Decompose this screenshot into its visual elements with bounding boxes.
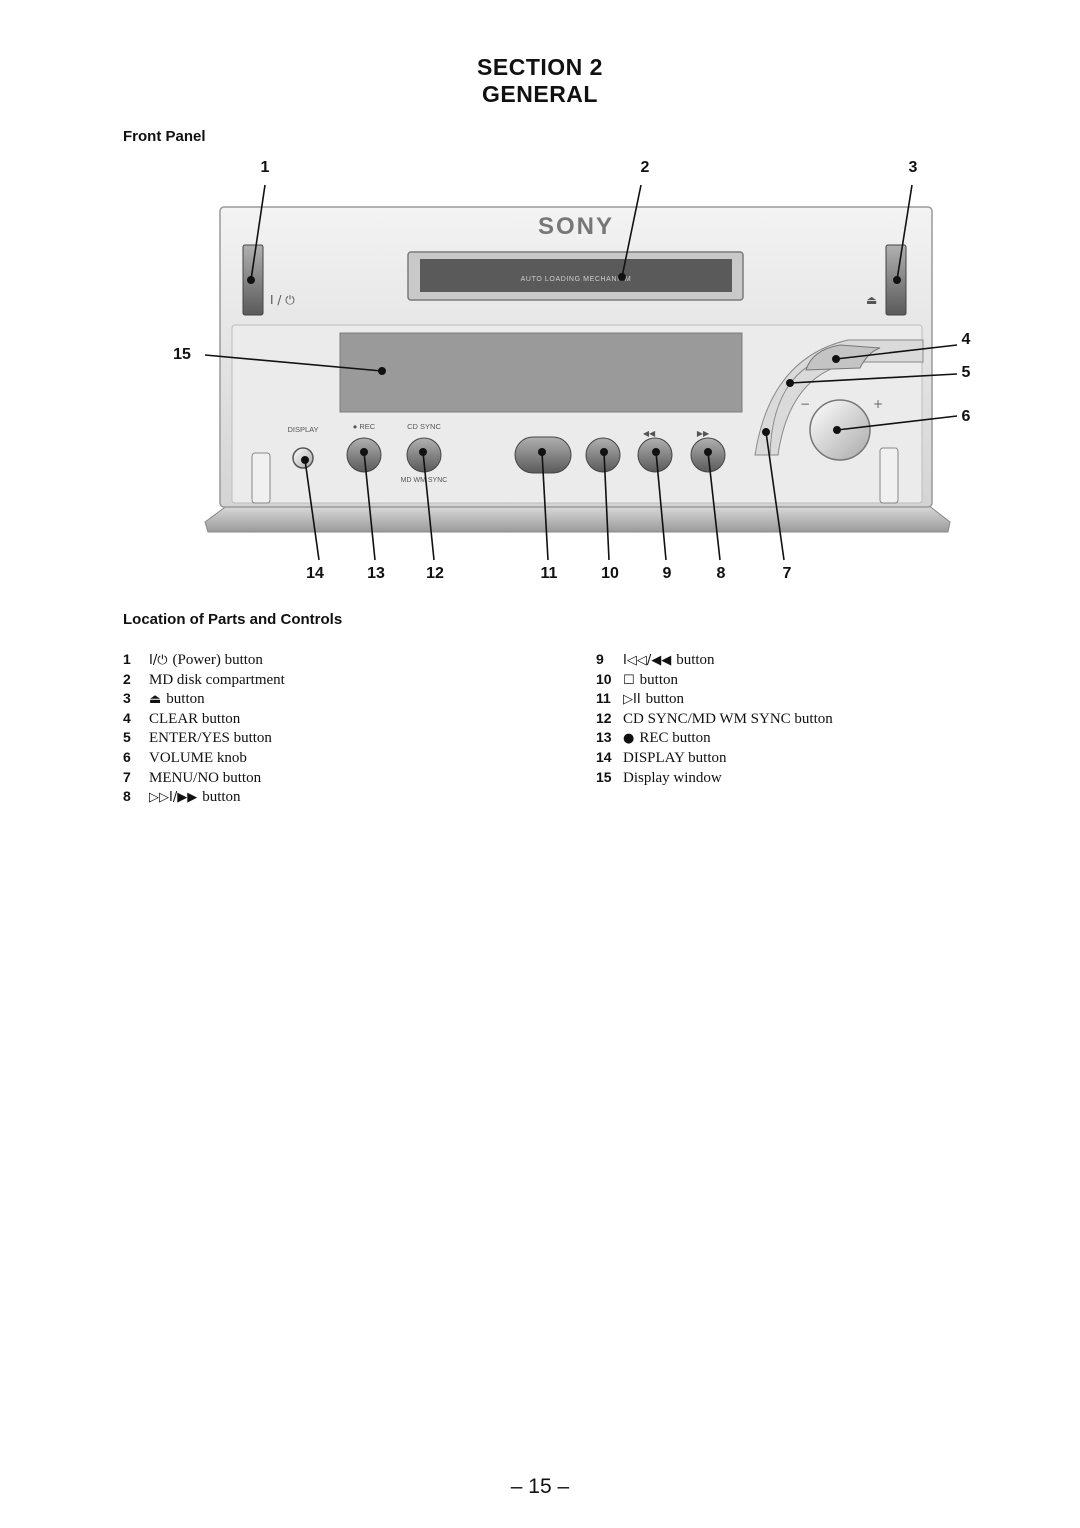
item-description: VOLUME knob [149,749,247,766]
item-number: 12 [596,709,612,726]
callout-14: 14 [306,565,324,582]
prev-rewind-icon: I◁◁/◀◀ [623,653,672,668]
rec-label: ● REC [353,422,376,431]
callout-2: 2 [641,159,650,176]
power-mark: I / ⏻ [270,293,295,307]
item-description: MD disk compartment [149,671,285,688]
eject-symbol-icon: ⏏ [149,692,162,708]
list-item: 8 ▷▷I/▶▶button [123,787,285,807]
callout-10: 10 [601,565,619,582]
callout-7: 7 [783,565,792,582]
parts-heading: Location of Parts and Controls [123,611,343,628]
list-item: 5 ENTER/YES button [123,728,285,748]
section-title: GENERAL [482,81,598,107]
item-number: 5 [123,729,131,746]
item-number: 2 [123,670,131,687]
item-number: 8 [123,788,131,805]
item-number: 14 [596,748,612,765]
list-item: 6 VOLUME knob [123,748,285,768]
item-description: CLEAR button [149,710,241,727]
display-window [339,332,743,413]
md-slot-opening [420,259,732,292]
page-number: – 15 – [510,1475,570,1498]
callout-11: 11 [541,565,558,582]
callout-9: 9 [663,565,672,582]
eject-mark: ⏏ [866,293,877,307]
item-description: button [676,652,715,668]
stop-icon: ☐ [623,672,635,688]
list-item: 14 DISPLAY button [596,748,833,768]
list-item: 4 CLEAR button [123,709,285,729]
list-item: 1 I/⏻ (Power) button [123,650,285,670]
rew-label: ◀◀ [643,429,656,438]
list-item: 10 ☐button [596,670,833,690]
section-number: SECTION 2 [477,54,603,80]
callout-4: 4 [962,331,971,348]
item-description: MENU/NO button [149,769,262,786]
item-description: button [166,691,205,708]
item-description: button [645,691,685,708]
item-number: 10 [596,670,612,687]
left-stand [251,452,271,504]
callout-12: 12 [426,565,444,582]
item-description: DISPLAY button [623,749,727,766]
list-item: 2 MD disk compartment [123,670,285,690]
item-description: button [202,789,241,806]
list-item: 12 CD SYNC/MD WM SYNC button [596,709,833,729]
item-number: 4 [123,709,131,726]
cd-sync-label: CD SYNC [407,422,441,431]
item-number: 6 [123,748,131,765]
callout-13: 13 [367,565,385,582]
volume-plus-mark: + [873,397,883,411]
ff-label: ▶▶ [697,429,710,438]
callout-15: 15 [173,346,191,363]
item-number: 11 [596,690,611,707]
brand-logo: SONY [538,213,614,240]
item-number: 15 [596,768,612,785]
power-symbol-icon: I/⏻ [149,653,168,668]
next-forward-icon: ▷▷I/▶▶ [149,790,198,806]
volume-minus-mark: − [800,397,810,411]
callout-8: 8 [717,565,726,582]
item-description: Display window [623,769,722,786]
list-item: 3 ⏏button [123,689,285,709]
item-number: 3 [123,690,131,707]
item-description: REC button [639,730,711,747]
item-description: button [639,671,678,688]
item-number: 9 [596,651,604,667]
list-item: 9 I◁◁/◀◀ button [596,650,833,670]
front-panel-illustration: SONY AUTO LOADING MECHANISM I / ⏻ ⏏ − + … [173,159,971,582]
callout-6: 6 [962,408,971,425]
md-sync-label: MD WM SYNC [401,477,448,484]
base-plate [204,504,951,533]
list-item: 15 Display window [596,768,833,788]
play-pause-icon: ▷II [623,692,641,708]
item-description: CD SYNC/MD WM SYNC button [623,710,833,727]
right-stand [879,447,899,504]
item-description: (Power) button [172,652,263,668]
record-icon: ● [623,731,635,747]
item-number: 7 [123,768,131,785]
front-panel-heading: Front Panel [123,128,206,145]
item-number: 1 [123,651,131,667]
callout-1: 1 [261,159,270,176]
item-description: ENTER/YES button [149,730,272,747]
callout-5: 5 [962,364,971,381]
display-label: DISPLAY [287,425,318,434]
list-item: 13 ●REC button [596,728,833,748]
item-number: 13 [596,729,612,746]
slot-label: AUTO LOADING MECHANISM [521,276,632,283]
list-item: 7 MENU/NO button [123,768,285,788]
callout-3: 3 [909,159,918,176]
